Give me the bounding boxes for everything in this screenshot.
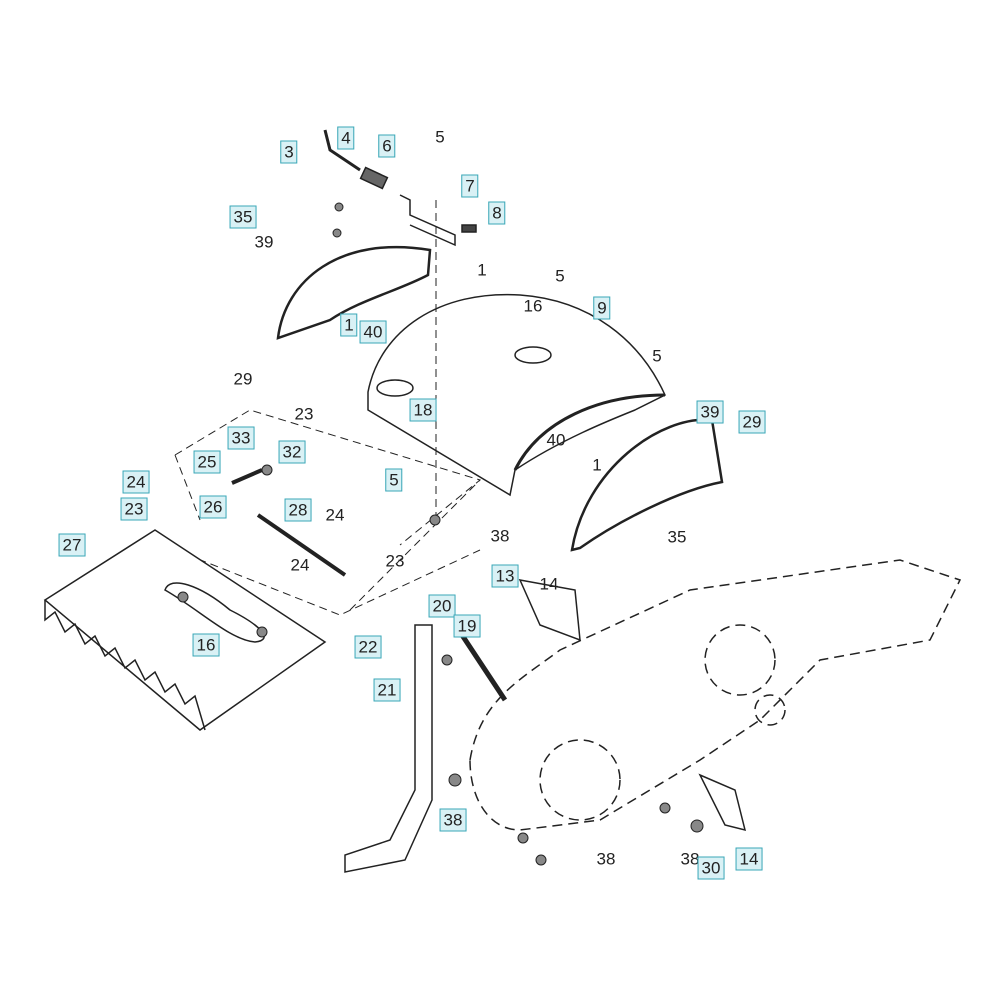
callout-35: 35 <box>667 527 687 547</box>
pin-8 <box>461 224 477 233</box>
callout-30[interactable]: 30 <box>697 856 725 880</box>
left-shield <box>276 245 432 340</box>
callout-23: 23 <box>294 404 314 424</box>
scraper-plate <box>43 529 327 731</box>
callout-7[interactable]: 7 <box>461 174 479 198</box>
tiller-frame <box>469 559 962 831</box>
callout-40[interactable]: 40 <box>359 320 387 344</box>
callout-5: 5 <box>555 266 565 286</box>
spring <box>359 166 389 190</box>
callout-8[interactable]: 8 <box>488 201 506 225</box>
callout-40: 40 <box>546 430 566 450</box>
pin-19 <box>459 633 508 702</box>
callout-1: 1 <box>592 455 602 475</box>
callout-14[interactable]: 14 <box>735 847 763 871</box>
callout-16: 16 <box>523 296 543 316</box>
scraper-teeth <box>44 600 206 731</box>
callout-25[interactable]: 25 <box>193 450 221 474</box>
callout-20[interactable]: 20 <box>428 594 456 618</box>
hood-left-disc <box>376 379 414 397</box>
callout-32[interactable]: 32 <box>278 440 306 464</box>
callout-24: 24 <box>290 555 310 575</box>
callout-4[interactable]: 4 <box>337 126 355 150</box>
bracket-14-bottom <box>698 773 747 832</box>
rod-28 <box>256 513 347 577</box>
callout-5: 5 <box>652 346 662 366</box>
callout-3[interactable]: 3 <box>280 140 298 164</box>
lever-rod <box>323 129 361 172</box>
callout-22[interactable]: 22 <box>354 635 382 659</box>
depth-bar <box>344 624 433 873</box>
callout-9[interactable]: 9 <box>593 296 611 320</box>
callout-38: 38 <box>490 526 510 546</box>
pin-25 <box>231 468 263 485</box>
callout-39: 39 <box>254 232 274 252</box>
callout-5[interactable]: 5 <box>385 468 403 492</box>
callout-5: 5 <box>435 127 445 147</box>
callout-29: 29 <box>233 369 253 389</box>
hood-inner-rim <box>513 393 666 471</box>
callout-24[interactable]: 24 <box>122 470 150 494</box>
callout-26[interactable]: 26 <box>199 495 227 519</box>
callout-1[interactable]: 1 <box>340 313 358 337</box>
callout-13[interactable]: 13 <box>491 564 519 588</box>
callout-33[interactable]: 33 <box>227 426 255 450</box>
callout-23: 23 <box>385 551 405 571</box>
callout-29[interactable]: 29 <box>738 410 766 434</box>
callout-27[interactable]: 27 <box>58 533 86 557</box>
callout-38[interactable]: 38 <box>439 808 467 832</box>
callout-1: 1 <box>477 260 487 280</box>
callout-21[interactable]: 21 <box>373 678 401 702</box>
hood <box>367 293 666 497</box>
assembly-lines <box>149 200 482 616</box>
callout-23[interactable]: 23 <box>120 497 148 521</box>
callout-6[interactable]: 6 <box>378 134 396 158</box>
hood-right-disc <box>514 346 552 364</box>
callout-28[interactable]: 28 <box>284 498 312 522</box>
callout-24: 24 <box>325 505 345 525</box>
callout-14: 14 <box>539 574 559 594</box>
callout-19[interactable]: 19 <box>453 614 481 638</box>
nuts-and-bolts <box>177 202 704 866</box>
callout-18[interactable]: 18 <box>409 398 437 422</box>
callout-16[interactable]: 16 <box>192 633 220 657</box>
callout-39[interactable]: 39 <box>696 400 724 424</box>
callout-38: 38 <box>680 849 700 869</box>
callout-35[interactable]: 35 <box>229 205 257 229</box>
right-shield <box>570 418 724 552</box>
bracket-7 <box>399 194 456 247</box>
callout-38: 38 <box>596 849 616 869</box>
